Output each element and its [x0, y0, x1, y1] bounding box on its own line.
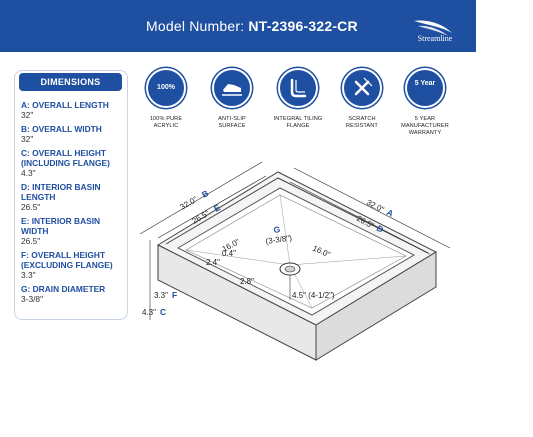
- feature-label: SCRATCH RESISTANT: [330, 116, 394, 130]
- feature-label-line: SCRATCH: [348, 116, 376, 122]
- dimension-line-e: [157, 175, 267, 239]
- f-letter: F: [172, 290, 177, 300]
- feature-label-line: 5 YEAR: [414, 116, 436, 122]
- flange-icon: [278, 68, 318, 108]
- g-letter: G: [273, 224, 281, 235]
- inner-offset-04: 0.4": [222, 249, 236, 258]
- dimension-item: C: OVERALL HEIGHT (INCLUDING FLANGE) 4.3…: [21, 148, 125, 178]
- dimension-item: B: OVERALL WIDTH 32": [21, 124, 125, 144]
- dimension-value: 3.3": [21, 270, 36, 280]
- inner-offset-28: 2.8": [240, 277, 254, 286]
- flange-rim: [165, 177, 429, 254]
- dimension-item: G: DRAIN DIAMETER 3-3/8": [21, 284, 125, 304]
- feature-anti-slip: ANTI-SLIP SURFACE: [200, 68, 264, 130]
- feature-label-line: ACRYLIC: [153, 123, 179, 129]
- dimension-value: 32": [21, 110, 34, 120]
- feature-warranty: 5 Year 5 YEAR MANUFACTURER WARRANTY: [393, 68, 457, 137]
- dimension-line-d: [289, 181, 431, 255]
- dimensions-title: DIMENSIONS: [19, 73, 122, 91]
- feature-label: 5 YEAR MANUFACTURER WARRANTY: [393, 116, 457, 137]
- dimensions-list: A: OVERALL LENGTH 32" B: OVERALL WIDTH 3…: [21, 100, 125, 308]
- feature-label-line: 100% PURE: [149, 116, 183, 122]
- f-value: 3.3": [154, 291, 168, 300]
- scratch-icon: [342, 68, 382, 108]
- g-value: (3-3/8"): [265, 233, 293, 246]
- b-letter: B: [200, 188, 210, 200]
- feature-label-line: INTEGRAL TILING: [273, 116, 323, 122]
- dimension-label: C: OVERALL HEIGHT (INCLUDING FLANGE): [21, 148, 110, 168]
- feature-label-line: MANUFACTURER: [401, 123, 449, 129]
- dimension-label: B: OVERALL WIDTH: [21, 124, 102, 134]
- feature-label: ANTI-SLIP SURFACE: [200, 116, 264, 130]
- model-prefix: Model Number:: [146, 18, 245, 34]
- dimension-label: G: DRAIN DIAMETER: [21, 284, 106, 294]
- feature-label-line: RESISTANT: [346, 123, 378, 129]
- dimension-value: 32": [21, 134, 34, 144]
- dimension-line-b: [139, 161, 263, 235]
- feature-label-line: SURFACE: [218, 123, 246, 129]
- shower-base-diagram: 32.0" B 26.5" E 32.0" A 26.5" D 16.0" 16…: [139, 161, 451, 361]
- c-value: 4.3": [142, 308, 156, 317]
- feature-pure-acrylic: 100% 100% PURE ACRYLIC: [134, 68, 198, 130]
- slope-line: [289, 255, 407, 266]
- dimension-value: 26.5": [21, 202, 41, 212]
- tray-side-face: [315, 251, 437, 361]
- badge-text: 5 Year: [414, 80, 436, 87]
- dimension-item: E: INTERIOR BASIN WIDTH 26.5": [21, 216, 125, 246]
- inner-basin: [176, 187, 416, 316]
- shoe-icon: [212, 68, 252, 108]
- dimension-label: D: INTERIOR BASIN LENGTH: [21, 182, 101, 202]
- b-value: 32.0": [179, 195, 200, 212]
- dimension-item: A: OVERALL LENGTH 32": [21, 100, 125, 120]
- warranty-icon: 5 Year: [405, 68, 445, 108]
- inner-offset-24: 2.4": [206, 258, 220, 267]
- feature-scratch-resistant: SCRATCH RESISTANT: [330, 68, 394, 130]
- feature-label: INTEGRAL TILING FLANGE: [266, 116, 330, 130]
- feature-label: 100% PURE ACRYLIC: [134, 116, 198, 130]
- 100-percent-icon: 100%: [146, 68, 186, 108]
- model-number: NT-2396-322-CR: [248, 18, 358, 34]
- d-letter: D: [375, 223, 385, 235]
- feature-label-line: WARRANTY: [408, 130, 442, 136]
- drain-inner: [284, 265, 296, 273]
- feature-label-line: ANTI-SLIP: [218, 116, 246, 122]
- dimension-item: F: OVERALL HEIGHT (EXCLUDING FLANGE) 3.3…: [21, 250, 125, 280]
- a-letter: A: [385, 207, 395, 219]
- model-number-title: Model Number: NT-2396-322-CR: [146, 18, 358, 34]
- slope-line: [279, 194, 291, 266]
- dimension-label: F: OVERALL HEIGHT (EXCLUDING FLANGE): [21, 250, 113, 270]
- dimension-label: A: OVERALL LENGTH: [21, 100, 109, 110]
- dimension-label: E: INTERIOR BASIN WIDTH: [21, 216, 101, 236]
- dimension-line-a: [293, 167, 451, 249]
- dimension-value: 3-3/8": [21, 294, 44, 304]
- feature-tiling-flange: INTEGRAL TILING FLANGE: [266, 68, 330, 130]
- dimension-value: 26.5": [21, 236, 41, 246]
- badge-text: 100%: [157, 84, 175, 91]
- dimensions-panel: [14, 70, 128, 320]
- e-letter: E: [212, 202, 222, 214]
- feature-label-line: FLANGE: [286, 123, 310, 129]
- streamline-logo-icon: [414, 20, 452, 36]
- header-bar: Model Number: NT-2396-322-CR Streamline: [0, 0, 476, 52]
- a-value: 32.0": [365, 198, 386, 215]
- dimension-value: 4.3": [21, 168, 36, 178]
- slope-line: [185, 249, 291, 266]
- dimension-item: D: INTERIOR BASIN LENGTH 26.5": [21, 182, 125, 212]
- brand-name: Streamline: [417, 34, 453, 43]
- c-letter: C: [160, 307, 166, 317]
- drain-offset-value: 4.5" (4-1/2"): [292, 291, 335, 300]
